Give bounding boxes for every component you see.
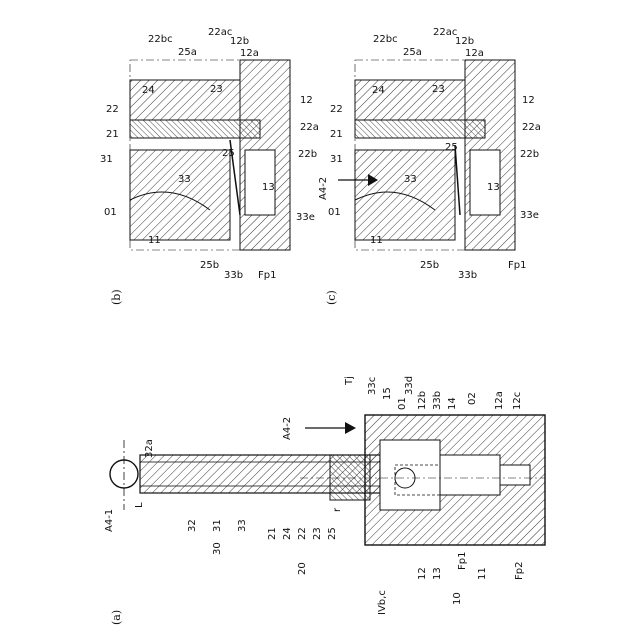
label-23-c: 23 (432, 84, 445, 95)
label-21-c: 21 (330, 129, 343, 140)
label-22bc-c: 22bc (373, 34, 398, 45)
housing-port (500, 465, 530, 485)
label-25a-c: 25a (403, 47, 422, 58)
label-21: 21 (267, 527, 278, 540)
label-13-b: 13 (262, 182, 275, 193)
label-31-b: 31 (100, 154, 113, 165)
label-31-c: 31 (330, 154, 343, 165)
label-22ac-c: 22ac (433, 27, 457, 38)
label-fp1-c: Fp1 (508, 260, 526, 271)
label-12-b: 12 (300, 95, 313, 106)
label-22b-b: 22b (298, 149, 317, 160)
label-12b: 12b (417, 391, 428, 410)
panel-a: (a) A4-1 A4-2 32a L 32 31 33 30 21 (104, 376, 545, 625)
label-20: 20 (297, 562, 308, 575)
label-25b-c: 25b (420, 260, 439, 271)
part-25-c (455, 145, 460, 215)
label-32a: 32a (144, 439, 155, 458)
label-22-c: 22 (330, 104, 343, 115)
label-33e-c: 33e (520, 210, 539, 221)
caption-b: (b) (110, 289, 123, 305)
label-11-b: 11 (148, 235, 161, 246)
label-a4-2-c: A4-2 (318, 177, 329, 200)
label-24-c: 24 (372, 85, 385, 96)
label-22ac-b: 22ac (208, 27, 232, 38)
label-24: 24 (282, 527, 293, 540)
label-25: 25 (327, 527, 338, 540)
label-01-b: 01 (104, 207, 117, 218)
label-12a-b: 12a (240, 48, 259, 59)
arrow-a4-2-head (345, 422, 356, 434)
label-02: 02 (467, 392, 478, 405)
label-11: 11 (477, 567, 488, 580)
label-33-b: 33 (178, 174, 191, 185)
label-12: 12 (417, 567, 428, 580)
label-30: 30 (212, 542, 223, 555)
label-a4-1: A4-1 (104, 509, 115, 532)
label-33-c: 33 (404, 174, 417, 185)
label-l: L (134, 502, 145, 508)
label-32: 32 (187, 519, 198, 532)
label-22b-c: 22b (520, 149, 539, 160)
panel-c: (c) 22bc 25a 22ac 12b 12a 24 23 22 21 12… (318, 27, 541, 305)
label-25b-b: 25b (200, 260, 219, 271)
label-25-c: 25 (445, 142, 458, 153)
caption-c: (c) (325, 290, 338, 305)
label-33b: 33b (432, 391, 443, 410)
label-12b-c: 12b (455, 36, 474, 47)
label-fp2: Fp2 (514, 562, 525, 580)
label-33: 33 (237, 519, 248, 532)
label-ivbc: IVb,c (377, 590, 388, 615)
label-23: 23 (312, 527, 323, 540)
label-22a-b: 22a (300, 122, 319, 133)
label-33b-b: 33b (224, 270, 243, 281)
label-31: 31 (212, 519, 223, 532)
label-11-c: 11 (370, 235, 383, 246)
label-13: 13 (432, 567, 443, 580)
label-22: 22 (297, 527, 308, 540)
label-12-c: 12 (522, 95, 535, 106)
label-a4-2: A4-2 (282, 417, 293, 440)
label-25a-b: 25a (178, 47, 197, 58)
label-13-c: 13 (487, 182, 500, 193)
label-tj: Tj (344, 376, 355, 386)
label-33e-b: 33e (296, 212, 315, 223)
label-r: r (332, 507, 343, 512)
label-01-c: 01 (328, 207, 341, 218)
label-12b-b: 12b (230, 36, 249, 47)
label-33b-c: 33b (458, 270, 477, 281)
label-fp1-b: Fp1 (258, 270, 276, 281)
label-21-b: 21 (106, 129, 119, 140)
housing-chamber (440, 455, 500, 495)
label-10: 10 (452, 592, 463, 605)
label-12a-c: 12a (465, 48, 484, 59)
label-25-b: 25 (222, 148, 235, 159)
panel-b: (b) 22bc 25a 22ac 12b 12a 24 23 22 21 12… (100, 27, 319, 305)
label-14: 14 (447, 397, 458, 410)
label-22bc-b: 22bc (148, 34, 173, 45)
label-12a: 12a (494, 391, 505, 410)
label-33c: 33c (367, 377, 378, 395)
label-23-b: 23 (210, 84, 223, 95)
label-fp1: Fp1 (457, 552, 468, 570)
label-33d: 33d (404, 376, 415, 395)
label-24-b: 24 (142, 85, 155, 96)
label-22a-c: 22a (522, 122, 541, 133)
label-01: 01 (397, 397, 408, 410)
caption-a: (a) (110, 610, 123, 625)
label-22-b: 22 (106, 104, 119, 115)
label-15: 15 (382, 387, 393, 400)
label-12c: 12c (512, 392, 523, 410)
body-20 (330, 455, 370, 500)
